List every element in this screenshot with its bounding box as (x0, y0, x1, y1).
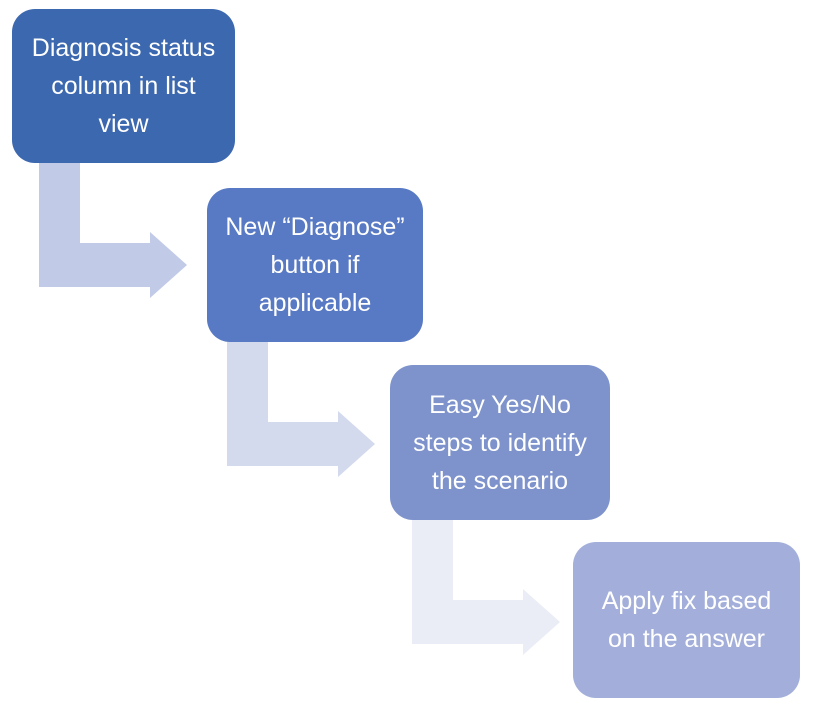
step-box-apply-fix: Apply fix based on the answer (573, 542, 800, 698)
step-text-line: applicable (258, 289, 372, 317)
step-text-line: Apply fix based (601, 587, 772, 615)
elbow-arrow-2 (227, 342, 375, 477)
step-text-line: Easy Yes/No (429, 390, 571, 419)
elbow-arrow-3-shape (412, 520, 560, 655)
step-text-line: Diagnosis status (31, 34, 216, 62)
elbow-arrow-1 (39, 163, 187, 298)
step-text-line: button if (270, 251, 360, 279)
step-text-line: view (98, 110, 149, 138)
step-box-diagnose-button: New “Diagnose” button if applicable (207, 188, 423, 342)
elbow-arrow-2-shape (227, 342, 375, 477)
step-text-line: the scenario (431, 466, 569, 495)
step-text-line: New “Diagnose” (225, 213, 405, 241)
elbow-arrow-3 (412, 520, 560, 655)
elbow-arrow-1-shape (39, 163, 187, 298)
step-box-diagnosis-status: Diagnosis status column in list view (12, 9, 235, 163)
step-text-line: on the answer (607, 625, 766, 653)
step-text-line: column in list (51, 72, 196, 100)
step-text-line: steps to identify (413, 428, 587, 457)
step-box-yes-no-steps: Easy Yes/No steps to identify the scenar… (390, 365, 610, 520)
